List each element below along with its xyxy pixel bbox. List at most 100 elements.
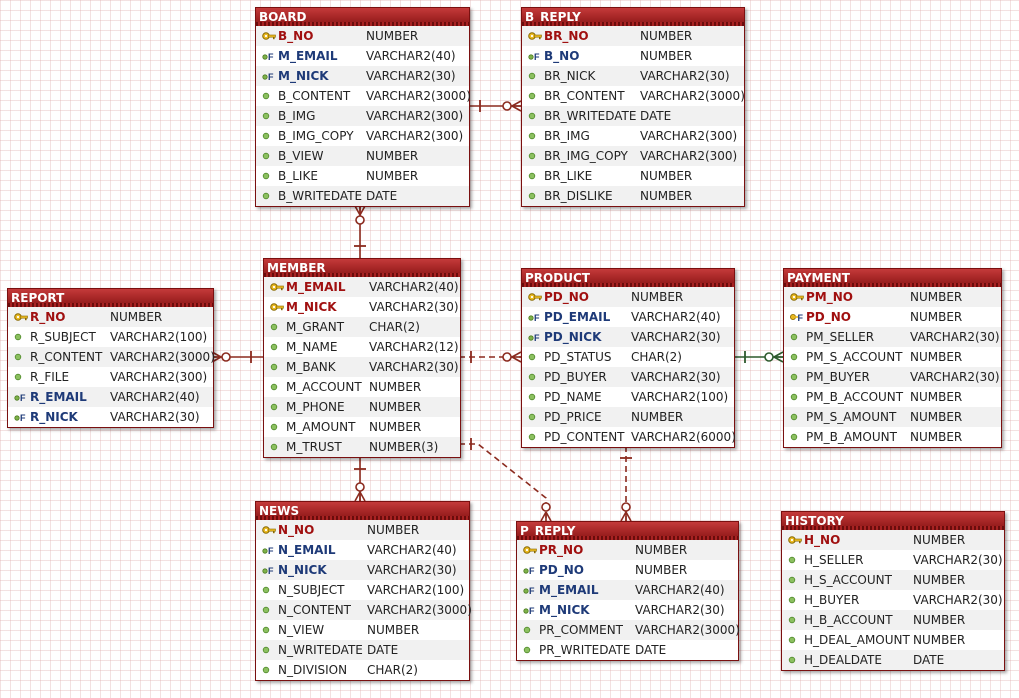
- entity-title[interactable]: NEWS: [256, 502, 469, 520]
- relationship-member-product[interactable]: [459, 351, 522, 363]
- column-name: H_BUYER: [804, 593, 860, 607]
- column-name: M_ACCOUNT: [286, 380, 362, 394]
- relationship-product-p-reply[interactable]: [620, 446, 632, 522]
- relationship-board-b-reply[interactable]: [468, 100, 522, 112]
- entity-title[interactable]: REPORT: [8, 289, 213, 307]
- relationship-member-board[interactable]: [354, 205, 366, 258]
- entity-title[interactable]: PAYMENT: [784, 269, 1001, 287]
- relationship-member-report[interactable]: [211, 351, 263, 363]
- entity-title[interactable]: MEMBER: [264, 259, 460, 277]
- column-dot-icon: [270, 437, 284, 457]
- relationship-member-p-reply[interactable]: [459, 438, 552, 522]
- entity-title[interactable]: P_REPLY: [517, 522, 738, 540]
- entity-title[interactable]: HISTORY: [782, 512, 1004, 530]
- entity-title[interactable]: BOARD: [256, 8, 469, 26]
- entity-title[interactable]: B_REPLY: [522, 8, 744, 26]
- column-name: B_IMG: [278, 109, 316, 123]
- relationship-product-payment[interactable]: [733, 351, 784, 363]
- entity-title[interactable]: PRODUCT: [522, 269, 734, 287]
- relationship-member-news[interactable]: [354, 457, 366, 502]
